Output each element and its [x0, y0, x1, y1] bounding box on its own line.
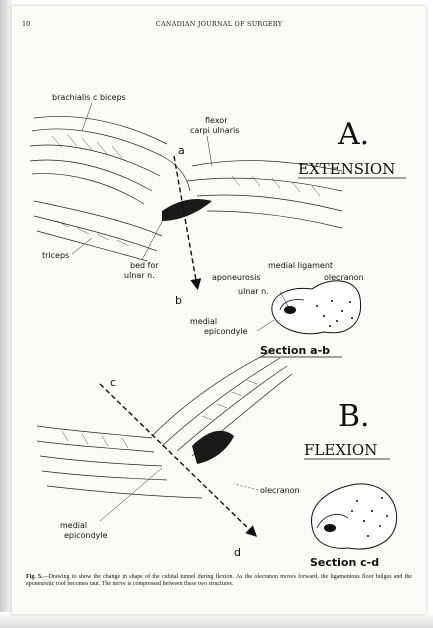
label-aponeurosis: aponeurosis	[212, 273, 261, 282]
leader-brachialis	[82, 103, 92, 131]
label-ulnar-n: ulnar n.	[238, 287, 269, 296]
label-medial-ligament: medial ligament	[268, 261, 333, 270]
figure-caption: Fig. 5.—Drawing to show the change in sh…	[26, 574, 412, 588]
leader-epicondyle-a	[257, 320, 274, 331]
leader-flexor	[207, 136, 212, 166]
label-bed-ulnar-n: ulnar n.	[124, 271, 155, 280]
label-medial-a: medial	[190, 317, 217, 326]
section-a-b-label: Section a-b	[260, 344, 330, 357]
panel-a-letter: A.	[337, 117, 369, 152]
label-epicondyle-b: epicondyle	[64, 531, 108, 540]
cross-section-a-b	[272, 281, 361, 334]
ulnar-groove-shading	[162, 199, 212, 221]
leader-olecranon-b	[234, 484, 258, 490]
panel-a-title: EXTENSION	[298, 160, 395, 178]
panel-b-drawing	[37, 351, 292, 498]
figure-label: Fig. 5.	[26, 574, 43, 580]
label-olecranon-b: olecranon	[260, 486, 300, 495]
label-bed-for: bed for	[130, 261, 159, 270]
figure-illustration: brachialis c biceps flexor carpi ulnaris…	[12, 6, 426, 566]
label-olecranon-a: olecranon	[324, 273, 364, 282]
label-brachialis-biceps: brachialis c biceps	[52, 93, 126, 102]
figure-caption-text: —Drawing to show the change in shape of …	[26, 574, 412, 587]
label-flexor: flexor	[205, 116, 228, 125]
panel-a-drawing	[30, 116, 342, 261]
label-triceps: triceps	[42, 251, 69, 260]
panel-b-title: FLEXION	[304, 441, 377, 459]
section-line-a-b	[174, 156, 197, 286]
leader-triceps	[72, 238, 92, 254]
cross-section-c-d	[312, 484, 397, 549]
label-epicondyle-a: epicondyle	[204, 327, 248, 336]
label-axis-c: c	[110, 376, 116, 389]
panel-b-letter: B.	[338, 399, 370, 434]
label-medial-b: medial	[60, 521, 87, 530]
section-c-d-label: Section c-d	[310, 556, 379, 566]
leader-bed	[142, 218, 164, 260]
tunnel-shading-b	[192, 431, 234, 464]
label-carpi-ulnaris: carpi ulnaris	[190, 126, 239, 135]
label-axis-b: b	[175, 294, 182, 307]
leader-epicondyle-b	[100, 468, 162, 521]
label-axis-a: a	[178, 144, 185, 157]
label-axis-d: d	[234, 546, 241, 559]
page-edge-shadow-bottom	[0, 612, 433, 628]
journal-page: 10 CANADIAN JOURNAL OF SURGERY	[12, 6, 426, 614]
